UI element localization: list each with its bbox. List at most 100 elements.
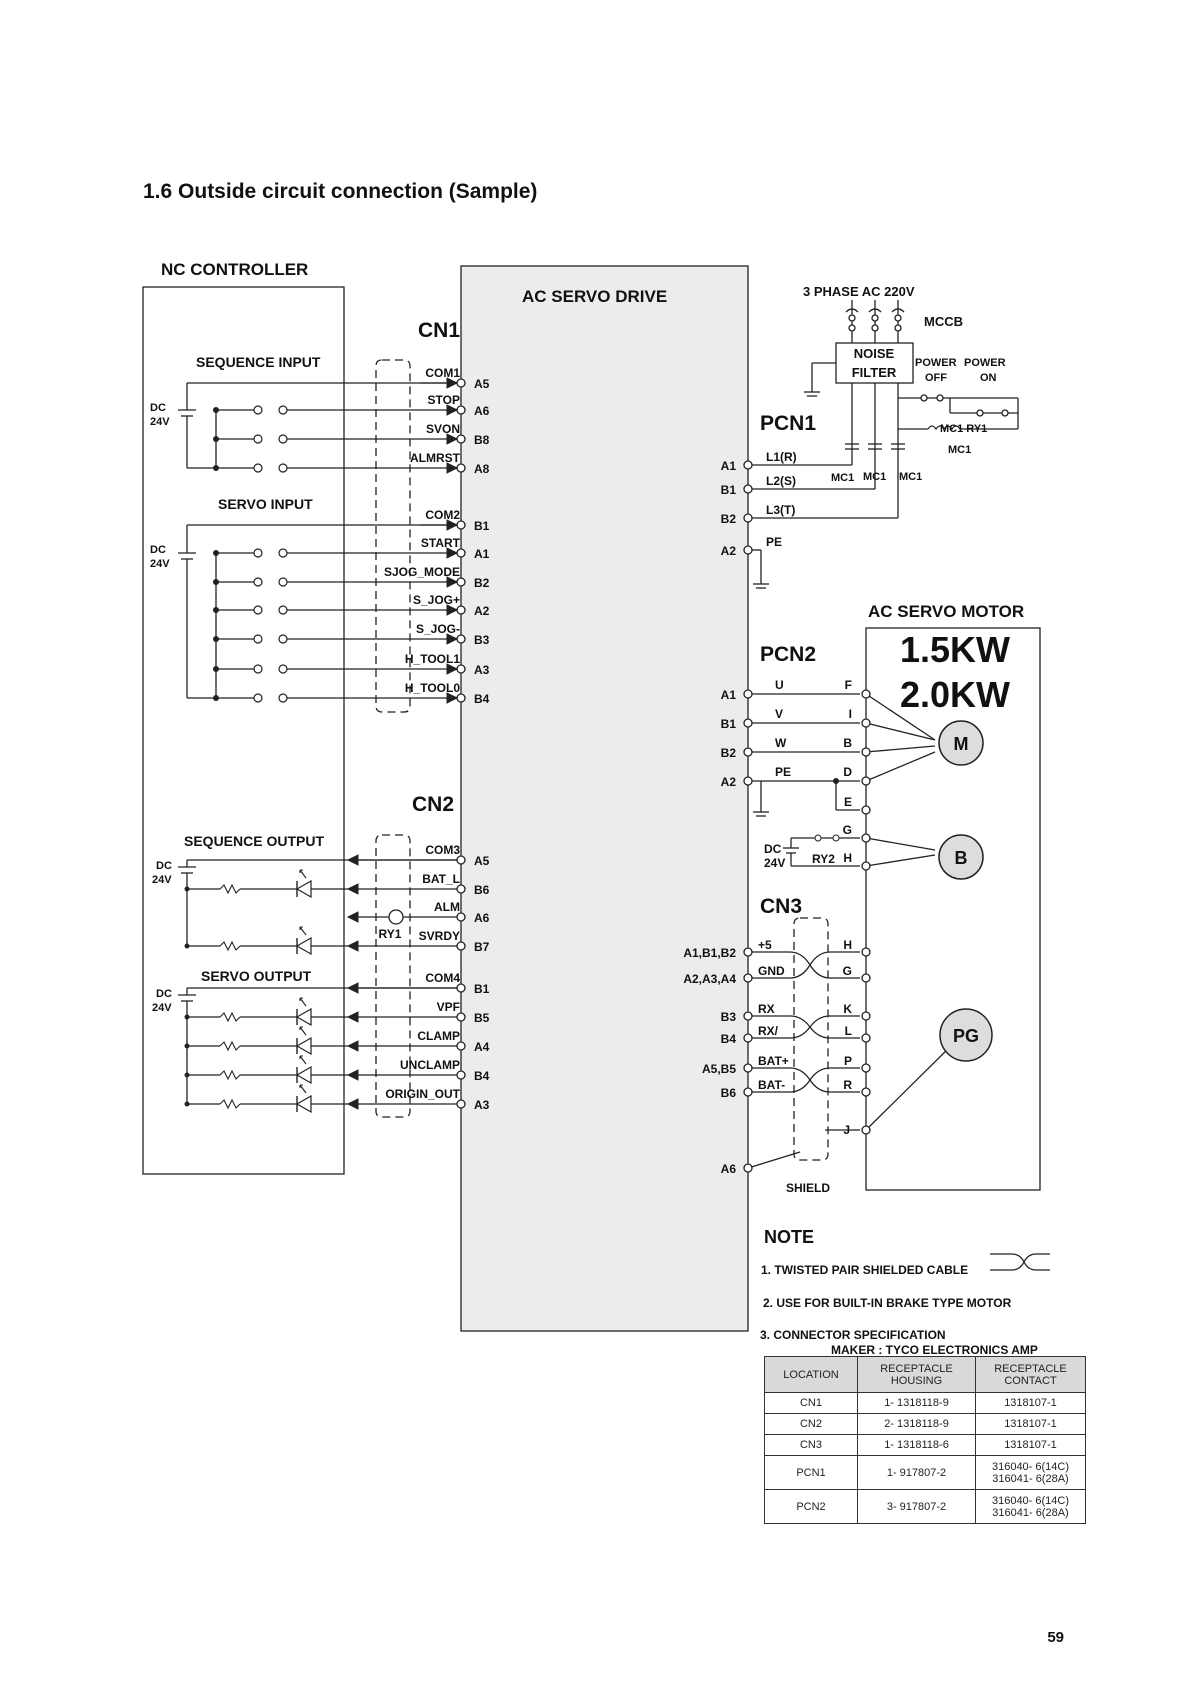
sequence-output-supply (178, 859, 345, 946)
servo-drive-box (460, 265, 749, 1332)
note-item-3: 3. CONNECTOR SPECIFICATION (760, 1328, 946, 1342)
encoder-pin-label: K (843, 1002, 852, 1016)
junction-dot (213, 579, 219, 585)
table-row: CN2 2- 1318118-9 1318107-1 (764, 1413, 1086, 1435)
cn1-pin-label: B8 (474, 433, 490, 447)
junction-dot (213, 666, 219, 672)
dc-label-3: DC (156, 860, 172, 872)
table-row: PCN2 3- 917807-2 316040- 6(14C) 316041- … (764, 1489, 1086, 1524)
pcn1-pin-label: A1 (721, 459, 737, 473)
sequence-input-supply (178, 382, 461, 469)
cn2-pin-label: B6 (474, 883, 490, 897)
contactor-mc1-ry1: MC1 RY1 (940, 423, 987, 435)
cn3-terminal-label: GND (758, 964, 785, 978)
power-on-label-2: ON (980, 372, 997, 384)
cn1-pin-label: A8 (474, 462, 490, 476)
junction-dot (833, 778, 839, 784)
pcn1-terminal-label: L1(R) (766, 450, 797, 464)
servo-motor-box (865, 627, 1041, 1191)
encoder-pin-label: L (845, 1024, 852, 1038)
spec-location: CN2 (764, 1413, 858, 1435)
brake-contact-icon (832, 834, 840, 842)
contactor-mc1-coil: MC1 (948, 444, 971, 456)
contactor-mc1-b: MC1 (863, 471, 886, 483)
table-row: CN1 1- 1318118-9 1318107-1 (764, 1392, 1086, 1414)
encoder-terminal (861, 973, 871, 983)
motor-terminal (861, 747, 871, 757)
cn2-signal-label: COM3 (425, 843, 460, 857)
junction-dot (184, 1101, 190, 1107)
junction-dot (184, 1014, 190, 1020)
brake-pin-label: H (843, 851, 852, 865)
cn2-pin-label: A4 (474, 1040, 490, 1054)
cn1-arrow-icon (446, 576, 459, 588)
motor-terminal (861, 805, 871, 815)
cn1-signal-label: S_JOG+ (413, 593, 460, 607)
pcn2-pin-label: B1 (721, 717, 737, 731)
pcn2-terminal (743, 689, 753, 699)
cn2-pin-label: B1 (474, 982, 490, 996)
dc-label-2: DC (150, 544, 166, 556)
motor-pin-label: F (845, 678, 852, 692)
brake-symbol: B (955, 848, 968, 868)
spec-housing: 1- 1318118-6 (857, 1434, 976, 1456)
motor-terminal (861, 776, 871, 786)
spec-location: CN1 (764, 1392, 858, 1414)
nc-controller-box (142, 286, 345, 1175)
table-row: PCN1 1- 917807-2 316040- 6(14C) 316041- … (764, 1455, 1086, 1490)
spec-housing: 1- 917807-2 (857, 1455, 976, 1490)
junction-dot (213, 695, 219, 701)
power-on-label-1: POWER (964, 357, 1006, 369)
cn1-shield-outline (375, 359, 411, 713)
power-label: 3 PHASE AC 220V (803, 284, 915, 299)
cn3-terminal-label: +5 (758, 938, 772, 952)
pcn2-pin-label: B2 (721, 746, 737, 760)
pcn2-terminal-label: V (775, 707, 783, 721)
motor-pin-label: I (849, 707, 852, 721)
spec-header-contact: RECEPTACLE CONTACT (975, 1356, 1086, 1393)
cn1-signal-label: COM2 (425, 508, 460, 522)
cn1-arrow-icon (446, 462, 459, 474)
brake-contact-icon (814, 834, 822, 842)
encoder-terminal (861, 947, 871, 957)
cn3-terminal-label: RX/ (758, 1024, 779, 1038)
cn1-pin-label: A3 (474, 663, 490, 677)
cn3-pin-label: B6 (721, 1086, 737, 1100)
junction-dot (184, 1043, 190, 1049)
cn1-pin-label: A5 (474, 377, 490, 391)
junction-dot (184, 886, 190, 892)
cn3-terminal (743, 947, 753, 957)
cn2-signal-label: BAT_L (422, 872, 460, 886)
sequence-output-label: SEQUENCE OUTPUT (184, 833, 324, 849)
cn3-twisted-pairs (747, 951, 956, 1169)
motor-pin-label: E (844, 795, 852, 809)
led-emit-icon (299, 997, 307, 1007)
cn1-signal-label: H_TOOL1 (405, 652, 460, 666)
sequence-input-label: SEQUENCE INPUT (196, 354, 321, 370)
cn1-pin-label: B1 (474, 519, 490, 533)
switch-contact-icon (253, 634, 263, 644)
cn1-arrow-icon (446, 547, 459, 559)
v24-label-1: 24V (150, 416, 170, 428)
brake-relay-label: RY2 (812, 852, 835, 866)
cn1-pin-label: B2 (474, 576, 490, 590)
cn3-terminal-label: BAT+ (758, 1054, 789, 1068)
spec-location: PCN2 (764, 1489, 858, 1524)
connector-spec-table: LOCATION RECEPTACLE HOUSING RECEPTACLE C… (764, 1356, 1086, 1524)
cn2-pin-label: B4 (474, 1069, 490, 1083)
pcn1-terminal (743, 460, 753, 470)
pcn1-pin-label: B2 (721, 512, 737, 526)
junction-dot (213, 550, 219, 556)
pcn2-terminal-label: W (775, 736, 787, 750)
led-emit-icon (299, 1026, 307, 1036)
resistor-icon (219, 1069, 241, 1081)
cn1-signal-label: SJOG_MODE (384, 565, 460, 579)
switch-contact-icon (253, 605, 263, 615)
pcn2-pin-label: A2 (721, 775, 737, 789)
cn1-pin-label: B4 (474, 692, 490, 706)
cn2-pin-label: A6 (474, 911, 490, 925)
dc-label-4: DC (156, 988, 172, 1000)
cn1-signal-label: START (421, 536, 461, 550)
servo-input-supply (178, 524, 461, 699)
motor-pin-label: B (843, 736, 852, 750)
